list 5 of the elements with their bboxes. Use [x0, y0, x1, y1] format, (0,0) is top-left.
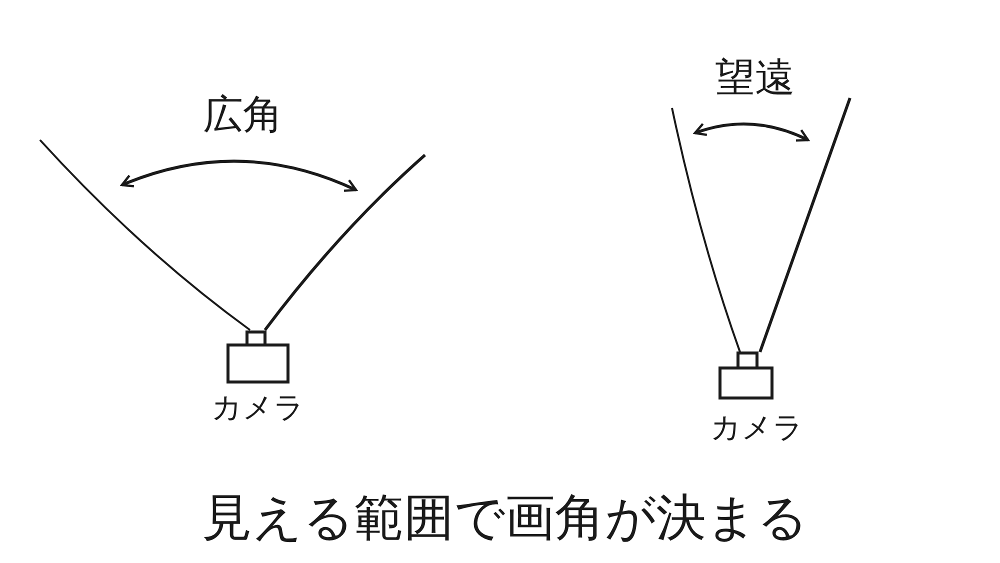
camera-label: カメラ — [212, 392, 304, 424]
angle-label: 望遠 — [715, 56, 795, 100]
camera-label: カメラ — [710, 412, 804, 444]
caption: 見える範囲で画角が決まる — [202, 490, 808, 546]
angle-label: 広角 — [203, 93, 283, 137]
